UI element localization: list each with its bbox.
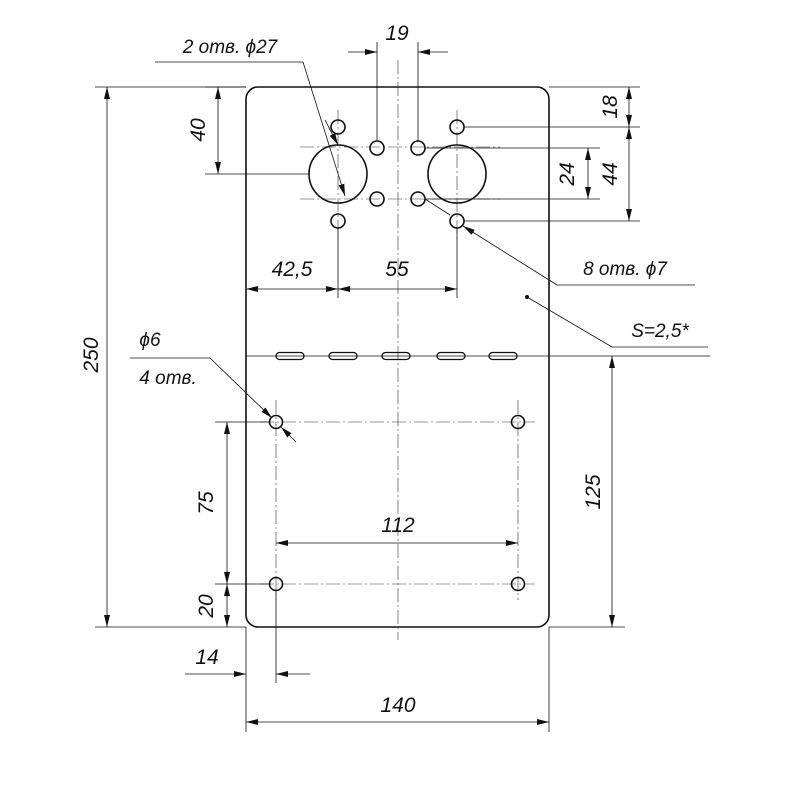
note-thickness: S=2,5* <box>631 321 689 342</box>
dim-14: 14 <box>185 590 310 683</box>
dim-height-250: 250 <box>80 86 246 628</box>
dim-label-140: 140 <box>380 694 415 717</box>
dim-44: 44 <box>464 127 640 222</box>
plate-outline <box>245 86 550 628</box>
dim-label-42-5: 42,5 <box>272 258 313 281</box>
dim-label-20: 20 <box>195 594 218 619</box>
dim-24: 24 <box>425 147 600 200</box>
dim-label-18: 18 <box>599 95 622 119</box>
leader-large-bores: 2 отв. ϕ27 <box>155 37 346 197</box>
dim-label-24: 24 <box>556 162 579 186</box>
dim-label-55: 55 <box>385 258 409 281</box>
dim-20: 20 <box>195 583 270 627</box>
dim-40: 40 <box>187 86 310 175</box>
note-small-holes: 8 отв. ϕ7 <box>583 259 668 280</box>
dim-18: 18 <box>464 86 640 128</box>
dim-75: 75 <box>195 421 270 584</box>
dim-label-112: 112 <box>381 514 415 537</box>
dim-label-75: 75 <box>195 491 218 515</box>
dim-label-19: 19 <box>385 22 409 45</box>
dim-label-40: 40 <box>187 118 210 142</box>
slots <box>246 351 710 361</box>
lower-holes <box>268 414 526 592</box>
dim-label-14: 14 <box>195 646 218 669</box>
small-holes <box>330 119 465 229</box>
dim-125: 125 <box>549 356 625 628</box>
dim-label-125: 125 <box>582 474 605 509</box>
note-lower-diameter: ϕ6 <box>139 330 161 351</box>
large-bores <box>308 144 487 204</box>
dim-label-44: 44 <box>599 162 622 185</box>
dim-112: 112 <box>276 514 518 546</box>
leader-small-holes: 8 отв. ϕ7 <box>424 198 695 286</box>
note-large-bores: 2 отв. ϕ27 <box>182 37 279 58</box>
dim-19: 19 <box>348 22 448 141</box>
dim-42-5-and-55: 42,5 55 <box>246 228 458 298</box>
leader-lower-holes: ϕ6 4 отв. <box>130 330 297 443</box>
center-lines <box>260 60 535 640</box>
leader-thickness: S=2,5* <box>525 295 708 348</box>
dim-label-250: 250 <box>80 337 103 373</box>
note-lower-count: 4 отв. <box>139 368 196 389</box>
dim-width-140: 140 <box>245 627 550 732</box>
